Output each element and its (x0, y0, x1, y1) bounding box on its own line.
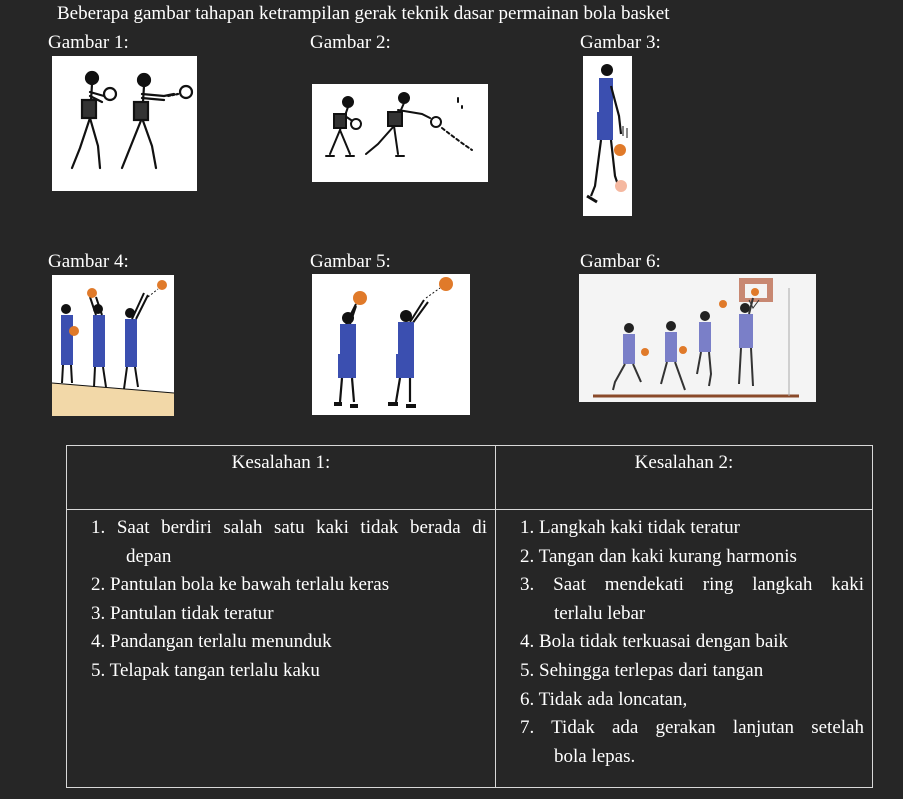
figure-4-image (52, 275, 174, 416)
list-item: 1. Langkah kaki tidak teratur (520, 514, 864, 543)
item-text-cont: depan (126, 545, 172, 567)
item-text: Sehingga terlepas dari tangan (539, 659, 764, 681)
item-text: Pantulan tidak teratur (110, 602, 274, 624)
list-item: 6. Tidak ada loncatan, (520, 686, 864, 715)
item-number: 4. (91, 631, 106, 653)
item-number: 1. (91, 517, 106, 538)
list-item: 5. Telapak tangan terlalu kaku (91, 657, 487, 686)
item-number: 6. (520, 688, 535, 710)
list-item: 2. Tangan dan kaki kurang harmonis (520, 543, 864, 572)
figure-label-3: Gambar 3: (580, 32, 661, 53)
figure-label-5: Gambar 5: (310, 251, 391, 272)
list-item: 4. Bola tidak terkuasai dengan baik (520, 628, 864, 657)
item-number: 5. (520, 659, 535, 681)
figure-label-2: Gambar 2: (310, 32, 391, 53)
page-heading: Beberapa gambar tahapan ketrampilan gera… (57, 3, 670, 24)
item-text: Langkah kaki tidak teratur (539, 517, 741, 538)
item-text: Bola tidak terkuasai dengan baik (539, 631, 789, 653)
table-header-kesalahan-2: Kesalahan 2: (495, 445, 873, 510)
item-text: Saat mendekati ring langkah kaki (553, 574, 865, 596)
item-number: 1. (520, 517, 535, 538)
figure-2-image (312, 84, 488, 182)
item-text: Tidak ada loncatan, (538, 688, 688, 710)
figure-label-6: Gambar 6: (580, 251, 661, 272)
item-text: Saat berdiri salah satu kaki tidak berad… (116, 517, 487, 538)
list-item: 1. Saat berdiri salah satu kaki tidak be… (91, 514, 487, 571)
item-text: Pandangan terlalu menunduk (110, 631, 332, 653)
item-text: Pantulan bola ke bawah terlalu keras (110, 574, 390, 596)
kesalahan-table: Kesalahan 1: Kesalahan 2: 1. Saat berdir… (66, 445, 873, 788)
list-item: 7. Tidak ada gerakan lanjutan setelah bo… (520, 714, 864, 771)
kesalahan-2-cell: 1. Langkah kaki tidak teratur 2. Tangan … (495, 509, 873, 788)
figure-3-image (583, 56, 632, 216)
item-number: 5. (91, 659, 106, 681)
item-number: 3. (520, 574, 535, 596)
item-text-cont: bola lepas. (554, 745, 636, 767)
figure-5-image (312, 274, 470, 415)
table-header-kesalahan-1: Kesalahan 1: (66, 445, 496, 510)
list-item: 5. Sehingga terlepas dari tangan (520, 657, 864, 686)
list-item: 3. Pantulan tidak teratur (91, 600, 487, 629)
item-number: 2. (520, 545, 535, 567)
list-item: 3. Saat mendekati ring langkah kaki terl… (520, 571, 864, 628)
item-text: Telapak tangan terlalu kaku (109, 659, 320, 681)
list-item: 4. Pandangan terlalu menunduk (91, 628, 487, 657)
figure-6-image (579, 274, 816, 402)
item-text: Tidak ada gerakan lanjutan setelah (551, 717, 864, 739)
item-number: 3. (91, 602, 106, 624)
figure-label-4: Gambar 4: (48, 251, 129, 272)
figure-label-1: Gambar 1: (48, 32, 129, 53)
item-text: Tangan dan kaki kurang harmonis (538, 545, 797, 567)
table-body-row: 1. Saat berdiri salah satu kaki tidak be… (66, 509, 873, 788)
item-number: 7. (520, 717, 535, 739)
kesalahan-1-cell: 1. Saat berdiri salah satu kaki tidak be… (66, 509, 496, 788)
item-text-cont: terlalu lebar (554, 602, 646, 624)
item-number: 4. (520, 631, 535, 653)
item-number: 2. (91, 574, 106, 596)
table-header-row: Kesalahan 1: Kesalahan 2: (66, 445, 873, 510)
list-item: 2. Pantulan bola ke bawah terlalu keras (91, 571, 487, 600)
figure-1-image (52, 56, 197, 191)
